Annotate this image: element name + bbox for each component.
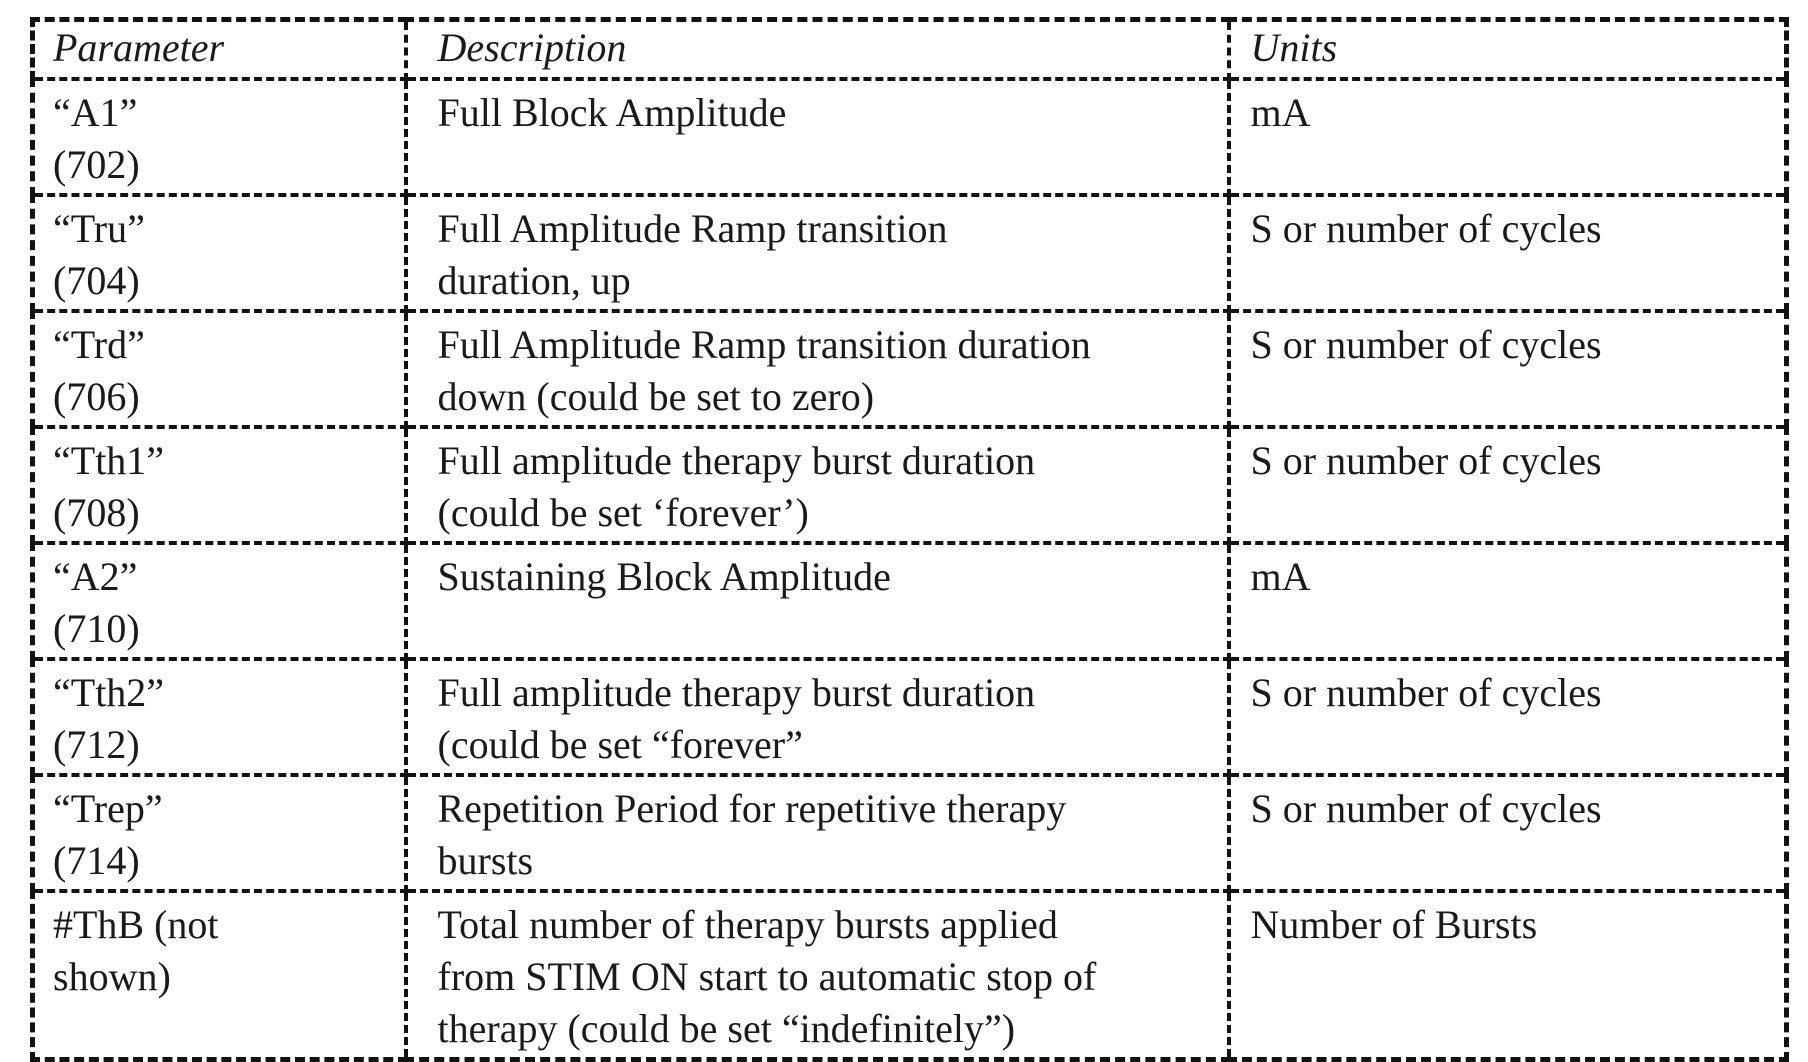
column-header-units: Units: [1226, 17, 1789, 81]
table-row: “Tru” (704) Full Amplitude Ramp transiti…: [30, 192, 1789, 313]
cell-units: S or number of cycles: [1226, 656, 1789, 777]
cell-description: Full Amplitude Ramp transition duration …: [403, 308, 1231, 429]
table-row: “Trep” (714) Repetition Period for repet…: [30, 772, 1789, 893]
cell-units: mA: [1226, 540, 1789, 661]
cell-description: Full amplitude therapy burst duration (c…: [403, 424, 1231, 545]
cell-parameter: “Tru” (704): [30, 192, 408, 313]
cell-description: Full Block Amplitude: [403, 76, 1231, 197]
table-row: #ThB (not shown) Total number of therapy…: [30, 888, 1789, 1061]
cell-parameter: “Trep” (714): [30, 772, 408, 893]
table-header-row: Parameter Description Units: [30, 17, 1789, 81]
cell-parameter: “Tth1” (708): [30, 424, 408, 545]
cell-parameter: #ThB (not shown): [30, 888, 408, 1061]
parameter-table: Parameter Description Units “A1” (702) F…: [30, 17, 1789, 1062]
cell-parameter: “A2” (710): [30, 540, 408, 661]
cell-description: Full Amplitude Ramp transition duration,…: [403, 192, 1231, 313]
column-header-description: Description: [403, 17, 1231, 81]
cell-description: Total number of therapy bursts applied f…: [403, 888, 1231, 1061]
table-row: “A1” (702) Full Block Amplitude mA: [30, 76, 1789, 197]
cell-units: Number of Bursts: [1226, 888, 1789, 1061]
column-header-parameter: Parameter: [30, 17, 408, 81]
cell-parameter: “Trd” (706): [30, 308, 408, 429]
cell-description: Full amplitude therapy burst duration (c…: [403, 656, 1231, 777]
cell-units: S or number of cycles: [1226, 308, 1789, 429]
cell-units: S or number of cycles: [1226, 424, 1789, 545]
table-row: “Trd” (706) Full Amplitude Ramp transiti…: [30, 308, 1789, 429]
cell-units: S or number of cycles: [1226, 192, 1789, 313]
table-row: “Tth2” (712) Full amplitude therapy burs…: [30, 656, 1789, 777]
cell-description: Sustaining Block Amplitude: [403, 540, 1231, 661]
cell-parameter: “Tth2” (712): [30, 656, 408, 777]
cell-description: Repetition Period for repetitive therapy…: [403, 772, 1231, 893]
cell-parameter: “A1” (702): [30, 76, 408, 197]
table-row: “Tth1” (708) Full amplitude therapy burs…: [30, 424, 1789, 545]
table-row: “A2” (710) Sustaining Block Amplitude mA: [30, 540, 1789, 661]
cell-units: mA: [1226, 76, 1789, 197]
cell-units: S or number of cycles: [1226, 772, 1789, 893]
